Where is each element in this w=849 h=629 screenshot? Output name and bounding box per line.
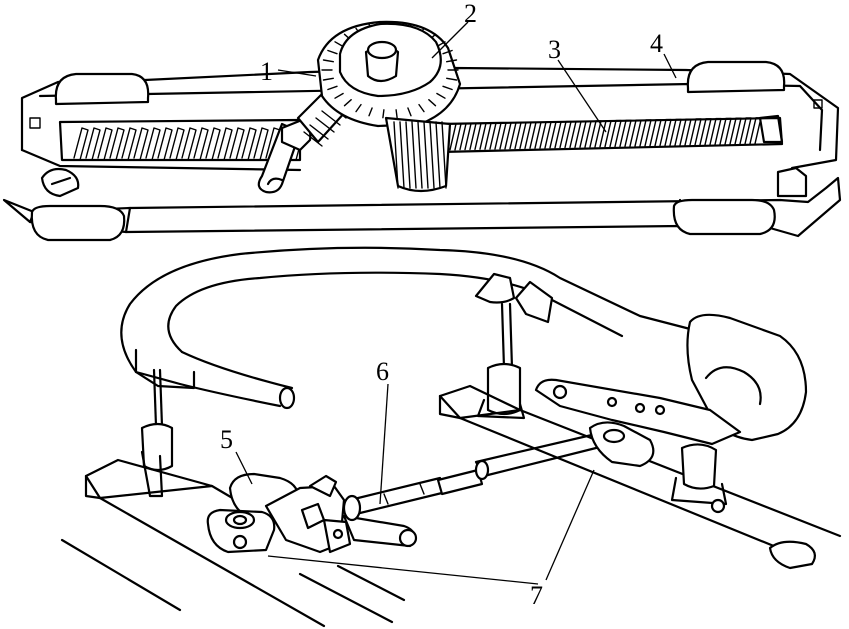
callout-3: 3 — [548, 35, 561, 64]
rack-tooth — [719, 117, 732, 146]
gear-tooth — [428, 99, 437, 107]
gear-tooth — [446, 77, 458, 81]
rack-tooth — [659, 118, 672, 147]
callout-leaders — [235, 21, 677, 585]
gear-tooth — [382, 109, 385, 119]
rack-tooth — [579, 120, 592, 148]
gear-tooth — [343, 99, 352, 107]
rack-tooth — [689, 118, 702, 146]
gear-tooth — [322, 77, 334, 81]
pinion-tooth — [405, 121, 411, 189]
gear-tooth — [334, 92, 344, 99]
callout-1: 1 — [260, 57, 273, 86]
rack-tooth — [73, 127, 89, 161]
drag-link — [342, 432, 606, 522]
pinion-tooth — [429, 121, 435, 189]
gear-tooth — [407, 107, 412, 117]
callout-5: 5 — [220, 425, 233, 454]
gear-tooth — [327, 85, 338, 91]
rack-tooth — [449, 123, 462, 151]
curved-handle-bar — [120, 246, 696, 410]
callout-2: 2 — [464, 0, 477, 28]
rack-tooth — [85, 127, 101, 161]
worm-thread — [309, 124, 329, 140]
rack-tooth — [609, 119, 622, 148]
rack-tooth — [121, 127, 137, 161]
gear-tooth — [327, 49, 338, 55]
rack-tooth — [145, 127, 161, 161]
rack-tooth — [739, 117, 752, 145]
pinion-tooth — [411, 121, 417, 189]
callout-7: 7 — [530, 581, 543, 610]
rack-tooth — [669, 118, 682, 147]
worm-gear — [316, 20, 462, 193]
rack-housing — [2, 60, 842, 242]
rack-tooth — [479, 122, 492, 150]
rack-tooth — [97, 127, 113, 161]
right-post — [474, 272, 554, 420]
rack-tooth — [539, 121, 552, 149]
rack-tooth — [253, 127, 269, 161]
rack-tooth — [529, 121, 542, 149]
rack-tooth — [489, 122, 502, 150]
gear-tooth — [368, 107, 373, 117]
callout-6: 6 — [376, 357, 389, 386]
rack-tooth — [241, 127, 257, 161]
pinion-tooth — [441, 121, 447, 189]
rack-tooth — [193, 127, 209, 161]
gear-tooth — [334, 41, 344, 48]
pinion-tooth — [435, 121, 441, 189]
gear-tooth — [418, 103, 425, 113]
rack-tooth — [205, 127, 221, 161]
steering-knuckle — [534, 313, 808, 514]
rack-tooth — [729, 117, 742, 145]
rack-tooth — [133, 127, 149, 161]
pinion-tooth — [423, 121, 429, 189]
rack-tooth — [217, 127, 233, 161]
rack-tooth — [589, 120, 602, 148]
left-base-rail — [60, 458, 406, 628]
rack-tooth — [499, 122, 512, 150]
rack-tooth — [519, 121, 532, 150]
worm-thread — [321, 110, 341, 126]
rack-tooth — [649, 119, 662, 147]
rack-tooth — [549, 121, 562, 149]
rack-tooth — [109, 127, 125, 161]
gear-tooth — [446, 59, 458, 63]
rack-tooth — [749, 117, 762, 145]
rack-tooth — [157, 127, 173, 161]
rack-tooth — [639, 119, 652, 147]
worm-thread — [303, 131, 323, 147]
worm-thread — [315, 117, 335, 133]
rack-tooth — [559, 120, 572, 149]
rack-tooth — [679, 118, 692, 146]
rack-tooth — [699, 118, 712, 146]
callout-4: 4 — [650, 29, 663, 58]
rack-tooth — [509, 121, 522, 150]
rack-tooth — [569, 120, 582, 149]
rack-tooth — [459, 122, 472, 151]
rack-tooth — [709, 117, 722, 146]
rack-tooth — [181, 127, 197, 161]
gear-tooth — [442, 49, 453, 55]
pinion-tooth — [417, 121, 423, 189]
rack-tooth — [469, 122, 482, 151]
gear-tooth — [436, 92, 446, 99]
gear-tooth — [355, 103, 362, 113]
rack-tooth — [599, 120, 612, 148]
gear-tooth — [395, 109, 398, 119]
gear-tooth — [322, 59, 334, 63]
pinion-tooth — [399, 121, 405, 189]
pinion-tooth — [393, 121, 399, 189]
rack-tooth — [169, 127, 185, 161]
gear-tooth — [442, 85, 453, 91]
rack-tooth — [629, 119, 642, 147]
left-post — [140, 368, 174, 498]
rack-tooth — [619, 119, 632, 148]
rack-tooth — [229, 127, 245, 161]
right-base-rail — [438, 384, 842, 570]
steering-gearbox — [206, 472, 418, 554]
